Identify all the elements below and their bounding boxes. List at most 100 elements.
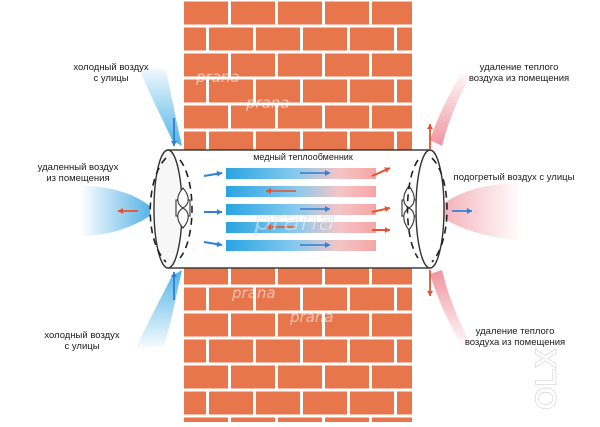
brick xyxy=(397,339,412,363)
label-line: холодный воздух xyxy=(73,62,149,73)
brick xyxy=(325,53,369,77)
brick xyxy=(209,287,253,311)
left-dashed-arcs xyxy=(149,157,193,263)
left-fan xyxy=(175,187,191,229)
svg-text:OLX: OLX xyxy=(530,348,563,410)
brick xyxy=(209,27,253,51)
brick xyxy=(184,313,228,337)
svg-text:prana: prana xyxy=(231,284,276,302)
brick xyxy=(325,313,369,337)
brick xyxy=(256,339,300,363)
flow-arrow xyxy=(203,241,223,248)
brick xyxy=(184,53,228,77)
brick xyxy=(256,287,300,311)
label-line: удаление теплого xyxy=(479,62,559,73)
label-line: подогретый воздух с улицы xyxy=(453,172,575,183)
right-dashed-arcs xyxy=(406,157,448,263)
brick xyxy=(325,365,369,389)
removed-air-outflow-plume xyxy=(80,186,150,236)
flow-arrow xyxy=(300,170,330,176)
brick xyxy=(303,79,347,103)
brick xyxy=(350,391,394,415)
brick xyxy=(278,313,322,337)
brick xyxy=(231,105,275,129)
flow-arrow xyxy=(427,124,433,150)
exchanger-flow-arrows xyxy=(203,167,391,248)
brick xyxy=(278,53,322,77)
brick xyxy=(397,287,412,311)
flow-arrow xyxy=(266,224,296,230)
flow-arrow xyxy=(171,272,177,300)
svg-text:prana: prana xyxy=(289,308,334,326)
flow-arrow xyxy=(300,242,330,248)
brick xyxy=(256,27,300,51)
flow-arrow xyxy=(427,270,433,296)
flow-arrow xyxy=(452,208,472,214)
brick xyxy=(184,417,228,427)
flow-arrow xyxy=(371,206,391,213)
label-line: с улицы xyxy=(64,341,100,352)
flow-arrow xyxy=(171,118,177,146)
label-line: с улицы xyxy=(93,73,129,84)
brick xyxy=(372,417,412,427)
outside-flow-arrows xyxy=(118,118,472,300)
brick xyxy=(184,27,206,51)
prana-watermark-center: prana xyxy=(253,204,336,238)
brick xyxy=(303,131,347,155)
brick xyxy=(256,131,300,155)
cold-air-inflow-bottom xyxy=(136,270,182,348)
brick xyxy=(184,1,228,25)
channel-strip xyxy=(226,222,376,233)
brick xyxy=(397,391,412,415)
svg-text:prana: prana xyxy=(195,68,240,86)
cold-air-inflow-top xyxy=(138,66,182,146)
brick xyxy=(397,131,412,155)
brick xyxy=(350,27,394,51)
brick xyxy=(184,287,206,311)
brick xyxy=(350,339,394,363)
label-heated-air: подогретый воздух с улицы xyxy=(444,172,584,183)
brick xyxy=(278,417,322,427)
brick xyxy=(350,79,394,103)
right-fan xyxy=(401,185,417,231)
label-warm-removal-bottom: удаление теплого воздуха из помещения xyxy=(450,326,580,348)
brick xyxy=(325,417,369,427)
prana-watermark-top: prana xyxy=(195,68,240,86)
label-line: воздуха из помещения xyxy=(464,337,566,348)
flow-arrow xyxy=(204,209,222,215)
label-removed-air: удаленный воздух из помещения xyxy=(26,162,130,184)
brick xyxy=(325,1,369,25)
brick xyxy=(184,79,206,103)
prana-watermark-lower: prana prana xyxy=(231,284,334,326)
brick xyxy=(372,105,412,129)
brick xyxy=(350,131,394,155)
brick xyxy=(231,313,275,337)
brick xyxy=(184,365,228,389)
label-line: удаление теплого xyxy=(475,326,555,337)
flow-arrow xyxy=(300,206,330,212)
warm-air-outflow-bottom xyxy=(430,270,470,346)
flow-arrow xyxy=(266,188,296,194)
flow-arrow xyxy=(118,208,138,214)
brick xyxy=(278,105,322,129)
brick xyxy=(184,339,206,363)
label-cold-air-top: холодный воздух с улицы xyxy=(56,62,166,84)
label-cold-air-bottom: холодный воздух с улицы xyxy=(30,330,134,352)
flow-arrow xyxy=(371,167,391,177)
brick xyxy=(256,391,300,415)
flow-arrow xyxy=(372,227,390,233)
heated-air-inflow-plume xyxy=(440,182,522,240)
label-warm-removal-top: удаление теплого воздуха из помещения xyxy=(456,62,582,84)
channel-strip xyxy=(226,186,376,197)
brick xyxy=(184,105,228,129)
label-line: удаленный воздух xyxy=(37,162,119,173)
brick xyxy=(372,1,412,25)
brick xyxy=(278,1,322,25)
brick xyxy=(231,53,275,77)
svg-text:prana: prana xyxy=(245,94,290,112)
brick xyxy=(256,79,300,103)
brick xyxy=(231,1,275,25)
brick xyxy=(209,339,253,363)
label-line: воздуха из помещения xyxy=(468,73,570,84)
